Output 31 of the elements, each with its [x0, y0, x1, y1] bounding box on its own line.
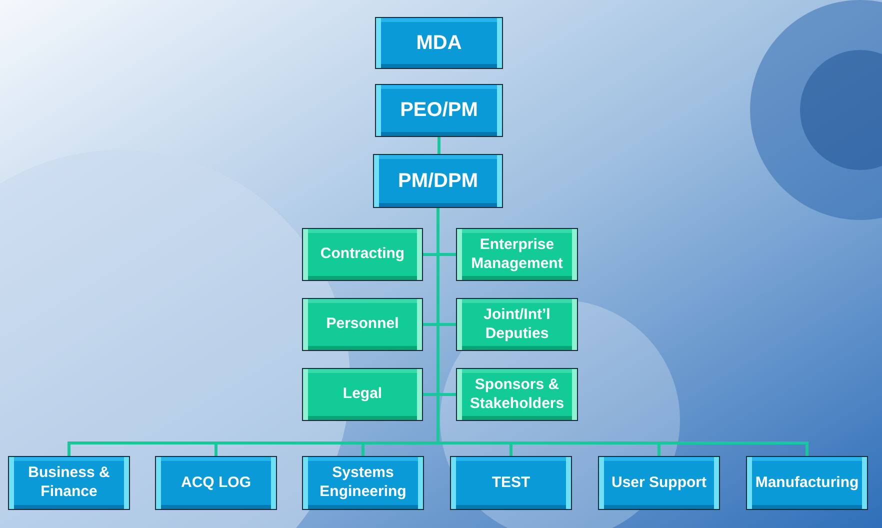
org-box: [456, 228, 578, 281]
box-label: Contracting: [320, 245, 405, 264]
org-box: [598, 456, 720, 510]
box-label: Manufacturing: [755, 474, 859, 492]
box-label: Enterprise Management: [470, 236, 564, 274]
org-box: [373, 154, 503, 208]
box-label: Personnel: [326, 315, 399, 334]
connector-line: [438, 137, 440, 154]
org-box: [746, 456, 868, 510]
box-label: User Support: [611, 474, 706, 492]
org-box: [302, 368, 423, 421]
box-label: Legal: [342, 385, 382, 404]
org-box: [8, 456, 130, 510]
box-label: PM/DPM: [398, 168, 478, 194]
box-label: Joint/Int’l Deputies: [482, 306, 552, 344]
org-box: [456, 368, 578, 421]
box-label: Systems Engineering: [318, 464, 408, 502]
org-box: [375, 17, 503, 69]
org-box: [302, 228, 423, 281]
org-box: [375, 84, 503, 137]
box-label: Sponsors & Stakeholders: [468, 376, 566, 414]
org-box: [302, 456, 424, 510]
org-box: [155, 456, 277, 510]
org-box: [456, 298, 578, 351]
org-box: [302, 298, 423, 351]
box-label: MDA: [416, 30, 462, 56]
box-label: Business & Finance: [27, 464, 111, 502]
box-label: PEO/PM: [400, 98, 478, 123]
box-label: TEST: [492, 474, 530, 492]
box-label: ACQ LOG: [181, 474, 251, 492]
org-box: [450, 456, 572, 510]
